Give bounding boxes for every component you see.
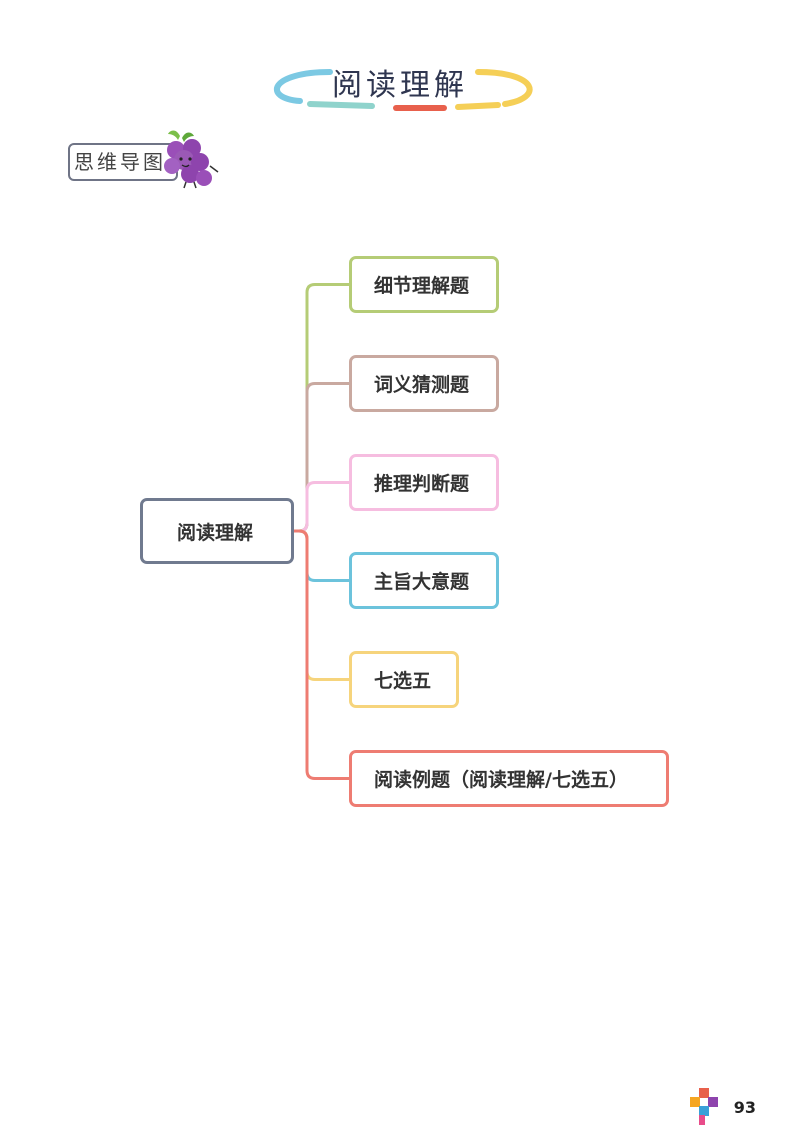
branch-node-inference: 推理判断题: [349, 454, 499, 511]
branch-node-label: 七选五: [374, 670, 432, 692]
branch-node-word-meaning: 词义猜测题: [349, 355, 499, 412]
branch-node-detail: 细节理解题: [349, 256, 499, 313]
branch-node-examples: 阅读例题（阅读理解/七选五）: [349, 750, 669, 807]
root-node-label: 阅读理解: [177, 521, 254, 544]
page-title: 阅读理解: [332, 68, 468, 103]
branch-node-main-idea: 主旨大意题: [349, 552, 499, 609]
pinwheel-logo-icon: [690, 1088, 718, 1125]
mindmap-root-node: 阅读理解: [140, 498, 294, 564]
page-header: 阅读理解: [0, 0, 800, 130]
branch-node-label: 主旨大意题: [374, 571, 470, 593]
branch-node-label: 阅读例题（阅读理解/七选五）: [374, 769, 628, 791]
branch-node-label: 细节理解题: [374, 275, 470, 297]
page-number: 93: [733, 1098, 756, 1117]
connector-line: [294, 529, 349, 780]
section-label: 思维导图: [74, 150, 166, 174]
connector-line: [294, 529, 349, 681]
connector-line: [294, 529, 349, 582]
branch-node-label: 推理判断题: [374, 473, 470, 495]
connector-line: [294, 481, 349, 533]
grape-icon: [164, 130, 219, 189]
connector-line: [294, 283, 349, 533]
connector-line: [294, 382, 349, 533]
title-decoration: [273, 69, 533, 111]
branch-node-seven-choose-five: 七选五: [349, 651, 459, 708]
branch-node-label: 词义猜测题: [374, 374, 470, 396]
